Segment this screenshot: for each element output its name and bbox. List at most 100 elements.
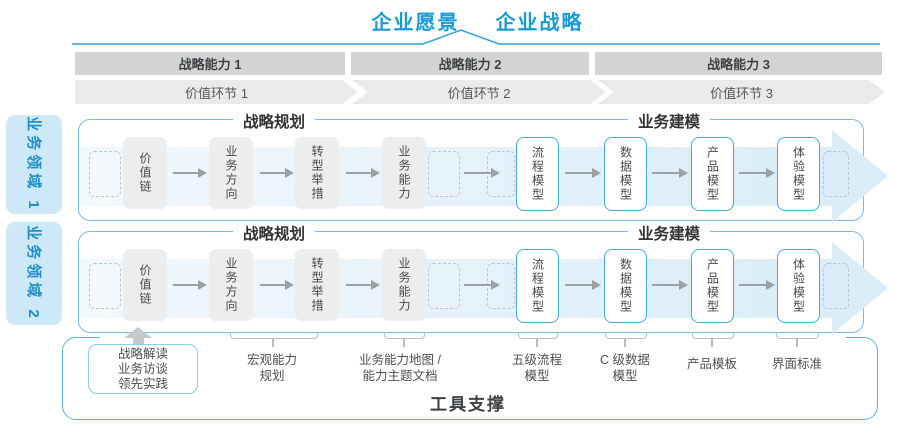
capability-bar-1: 战略能力 1 xyxy=(75,52,345,75)
value-link-chevron-2: 价值环节 2 xyxy=(352,80,606,104)
capability-bar-3: 战略能力 3 xyxy=(595,52,882,75)
bracket-stem xyxy=(624,338,626,347)
bracket-connector xyxy=(692,332,734,339)
modeling-section-title: 业务建模 xyxy=(627,110,711,132)
business-capability-label: 业务能力 xyxy=(397,257,411,313)
capability-map-note: 业务能力地图 / 能力主题文档 xyxy=(359,353,441,383)
product-model-box: 产品模型 xyxy=(691,249,734,323)
value-link-3-label: 价值环节 3 xyxy=(710,85,773,101)
strategy-practice-box: 战略解读 业务访谈 领先实践 xyxy=(88,344,198,394)
process-model-note: 五级流程 模型 xyxy=(511,353,563,383)
domain-row-1: 战略规划 业务建模 价值链 业务方向 转型举措 业务能力 流程模型 数据模型 产… xyxy=(78,110,888,222)
bracket-stem xyxy=(403,338,405,347)
capability-bar-2: 战略能力 2 xyxy=(351,52,589,75)
modeling-section-title: 业务建模 xyxy=(627,222,711,244)
enterprise-vision-title: 企业愿景 xyxy=(371,12,460,34)
business-domain-2-tab: 业务领域 2 xyxy=(6,222,62,325)
flow-arrow-icon xyxy=(652,280,688,290)
data-model-note: C 级数据 模型 xyxy=(599,353,651,383)
transformation-initiative-box: 转型举措 xyxy=(295,137,339,209)
placeholder-box xyxy=(89,263,121,309)
flow-arrow-icon xyxy=(565,168,601,178)
value-chain-label: 价值链 xyxy=(138,264,152,306)
experience-model-box: 体验模型 xyxy=(777,249,820,323)
placeholder-box xyxy=(487,263,515,309)
row-arrowhead-icon xyxy=(832,130,888,222)
transformation-initiative-box: 转型举措 xyxy=(295,249,339,321)
experience-model-label: 体验模型 xyxy=(791,258,806,314)
flow-arrow-icon xyxy=(464,280,500,290)
experience-model-box: 体验模型 xyxy=(777,137,820,211)
process-model-label: 流程模型 xyxy=(530,146,545,202)
value-link-1-label: 价值环节 1 xyxy=(185,85,248,101)
product-model-label: 产品模型 xyxy=(705,146,720,202)
business-capability-box: 业务能力 xyxy=(382,137,426,209)
business-direction-label: 业务方向 xyxy=(224,145,238,201)
capability-bar-2-label: 战略能力 2 xyxy=(438,57,502,72)
enterprise-strategy-title: 企业战略 xyxy=(495,12,584,34)
bracket-connector xyxy=(776,332,819,339)
flow-arrow-icon xyxy=(173,280,207,290)
value-chain-box: 价值链 xyxy=(123,137,167,209)
business-capability-label: 业务能力 xyxy=(397,145,411,201)
planning-section-title: 战略规划 xyxy=(232,222,316,244)
value-chain-label: 价值链 xyxy=(138,152,152,194)
data-model-label: 数据模型 xyxy=(618,258,633,314)
business-direction-label: 业务方向 xyxy=(224,257,238,313)
value-link-2-label: 价值环节 2 xyxy=(447,85,511,101)
up-arrow-icon xyxy=(124,327,152,338)
product-template-note: 产品模板 xyxy=(686,357,738,371)
value-link-chevron-3: 价值环节 3 xyxy=(598,80,885,104)
placeholder-box xyxy=(823,151,849,197)
business-domain-1-label: 业务领域 1 xyxy=(24,116,42,213)
product-model-box: 产品模型 xyxy=(691,137,734,211)
transformation-initiative-label: 转型举措 xyxy=(310,145,324,201)
process-model-box: 流程模型 xyxy=(516,137,559,211)
transformation-initiative-label: 转型举措 xyxy=(310,257,324,313)
vision-connector-line xyxy=(72,29,880,45)
bracket-connector xyxy=(518,332,558,339)
placeholder-box xyxy=(487,151,515,197)
flow-arrow-icon xyxy=(565,280,601,290)
flow-arrow-icon xyxy=(260,168,294,178)
capability-bar-3-label: 战略能力 3 xyxy=(707,57,770,72)
bracket-stem xyxy=(536,338,538,347)
header-titles: 企业愿景 企业战略 xyxy=(45,6,910,35)
flow-arrow-icon xyxy=(260,280,294,290)
macro-capability-note: 宏观能力 规划 xyxy=(246,353,298,383)
flow-arrow-icon xyxy=(464,168,500,178)
domain-row-2: 战略规划 业务建模 价值链 业务方向 转型举措 业务能力 流程模型 数据模型 产… xyxy=(78,222,888,334)
business-capability-box: 业务能力 xyxy=(382,249,426,321)
experience-model-label: 体验模型 xyxy=(791,146,806,202)
placeholder-box xyxy=(89,151,121,197)
container-border-cover xyxy=(100,334,846,340)
data-model-box: 数据模型 xyxy=(604,249,647,323)
bracket-stem xyxy=(796,338,798,347)
flow-arrow-icon xyxy=(652,168,688,178)
bracket-connector xyxy=(605,332,647,339)
placeholder-box xyxy=(823,263,849,309)
business-direction-box: 业务方向 xyxy=(209,137,253,209)
tool-support-title: 工具支撑 xyxy=(430,395,506,414)
data-model-box: 数据模型 xyxy=(604,137,647,211)
planning-section-title: 战略规划 xyxy=(232,110,316,132)
bracket-stem xyxy=(711,338,713,347)
value-link-chevron-1: 价值环节 1 xyxy=(75,80,358,104)
row-arrowhead-icon xyxy=(832,242,888,334)
process-model-label: 流程模型 xyxy=(530,258,545,314)
bracket-stem xyxy=(272,338,274,347)
flow-arrow-icon xyxy=(739,168,775,178)
placeholder-box xyxy=(428,151,460,197)
ui-standard-note: 界面标准 xyxy=(771,357,823,371)
data-model-label: 数据模型 xyxy=(618,146,633,202)
flow-arrow-icon xyxy=(173,168,207,178)
flow-arrow-icon xyxy=(346,280,380,290)
value-chain-box: 价值链 xyxy=(123,249,167,321)
up-arrow-icon xyxy=(133,338,144,346)
capability-bar-1-label: 战略能力 1 xyxy=(178,57,242,72)
product-model-label: 产品模型 xyxy=(705,258,720,314)
bracket-connector xyxy=(384,332,425,339)
bracket-connector xyxy=(230,332,318,339)
business-domain-2-label: 业务领域 2 xyxy=(24,225,42,322)
